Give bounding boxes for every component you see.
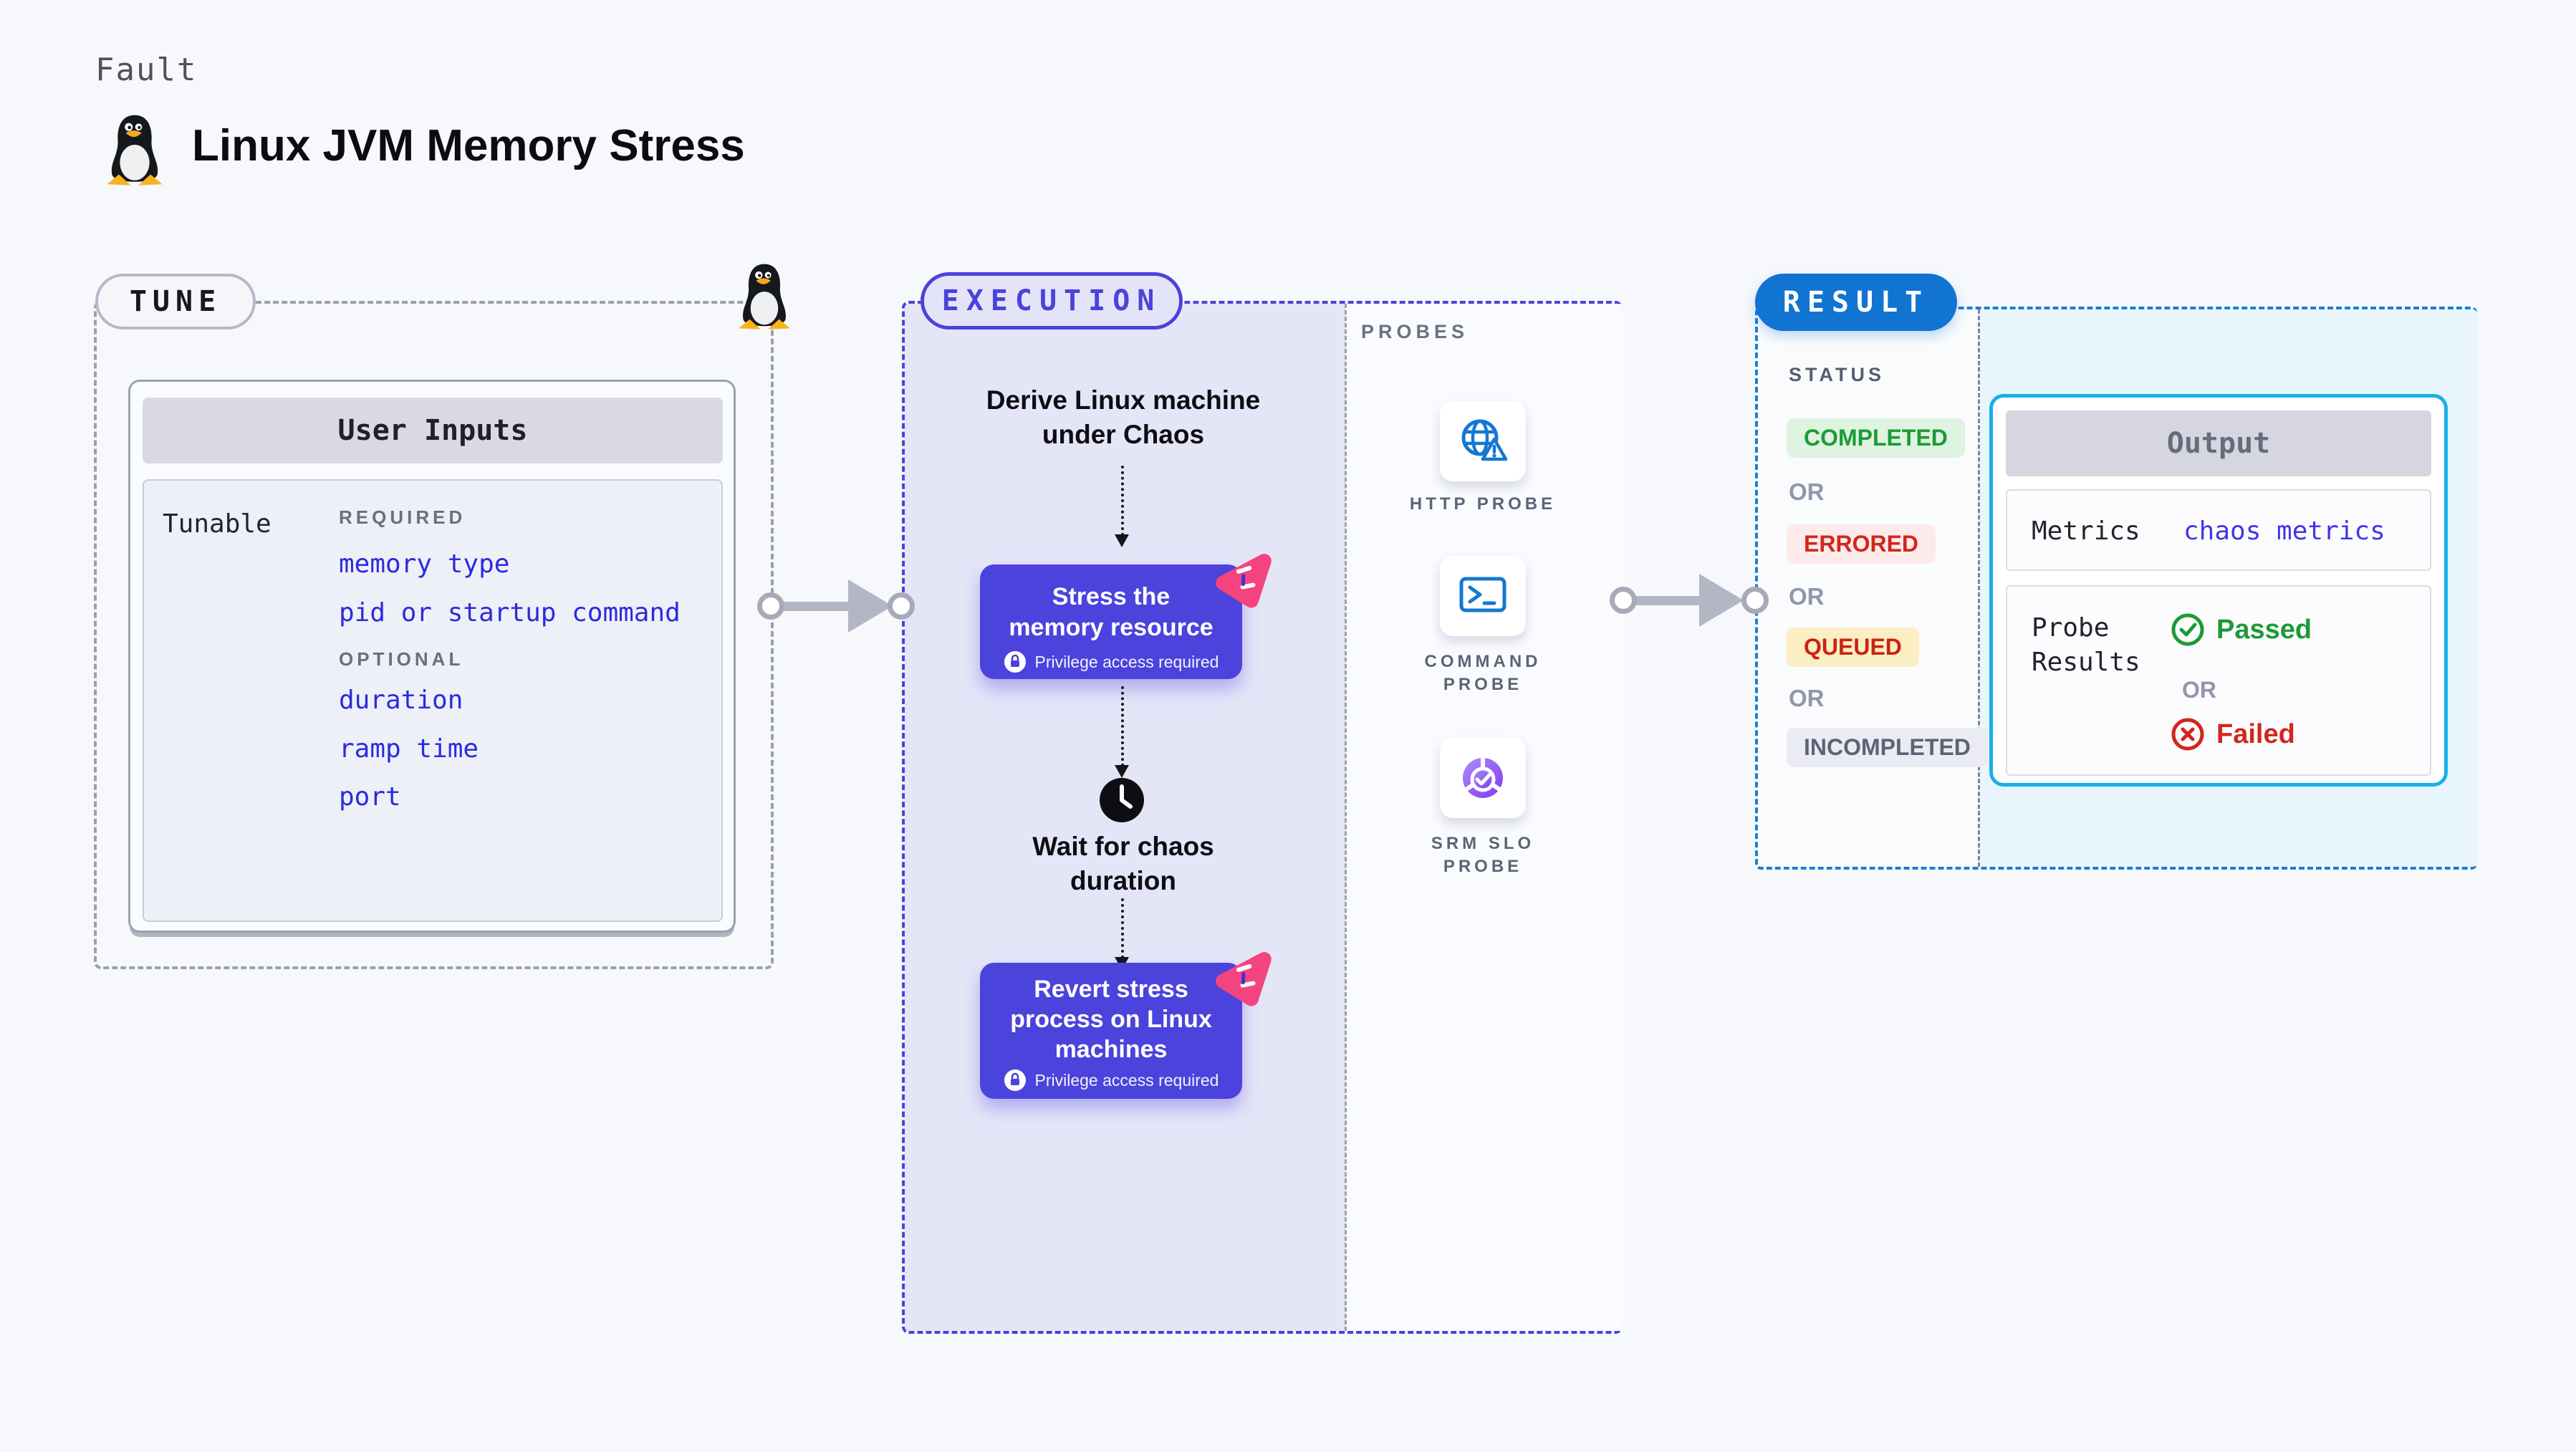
probes-separator bbox=[1345, 304, 1347, 1331]
arrow-tune-to-execution bbox=[784, 602, 855, 611]
input-duration[interactable]: duration bbox=[339, 686, 463, 715]
chaos-hub-icon bbox=[1216, 952, 1272, 1006]
dotted-connector-1 bbox=[1121, 466, 1124, 536]
fault-kicker: Fault bbox=[95, 52, 198, 88]
dotted-connector-2 bbox=[1121, 686, 1124, 766]
or-label: OR bbox=[1789, 583, 1825, 610]
dotted-arrowhead-1 bbox=[1115, 534, 1129, 547]
execution-pill: EXECUTION bbox=[921, 272, 1183, 330]
status-badge-errored: ERRORED bbox=[1787, 524, 1936, 564]
lock-icon bbox=[1004, 1069, 1026, 1091]
wait-step-text: Wait for chaos duration bbox=[1032, 832, 1214, 895]
tunable-label: Tunable bbox=[163, 509, 271, 539]
check-circle-icon bbox=[2171, 613, 2204, 646]
input-port[interactable]: port bbox=[339, 782, 401, 812]
connector-node-tune bbox=[757, 592, 784, 620]
output-card: Output Metrics chaos metrics Probe Resul… bbox=[1989, 394, 2448, 787]
globe-alert-icon bbox=[1461, 419, 1508, 461]
failed-result: Failed bbox=[2171, 717, 2295, 751]
status-heading: STATUS bbox=[1789, 364, 1885, 385]
connector-node-result bbox=[1741, 587, 1769, 614]
dotted-connector-3 bbox=[1121, 898, 1124, 958]
privilege-badge: Privilege access required bbox=[980, 650, 1242, 673]
user-inputs-title: User Inputs bbox=[143, 398, 723, 463]
srm-slo-probe-label: SRM SLO PROBE bbox=[1431, 834, 1535, 876]
status-badge-completed: COMPLETED bbox=[1787, 418, 1965, 458]
srm-slo-probe-card[interactable] bbox=[1440, 738, 1526, 818]
wait-clock-icon bbox=[1100, 778, 1144, 822]
passed-result: Passed bbox=[2171, 612, 2312, 647]
tune-group-box bbox=[94, 301, 774, 969]
user-inputs-list: Tunable REQUIRED memory type pid or star… bbox=[143, 479, 723, 922]
or-label: OR bbox=[2182, 677, 2216, 703]
input-memory-type[interactable]: memory type bbox=[339, 549, 510, 579]
derive-step-text: Derive Linux machine under Chaos bbox=[986, 385, 1261, 449]
status-badge-incompleted: INCOMPLETED bbox=[1787, 728, 1988, 767]
output-title: Output bbox=[2006, 410, 2431, 476]
x-circle-icon bbox=[2171, 718, 2204, 751]
connector-node-probes bbox=[1610, 587, 1637, 614]
metrics-row: Metrics chaos metrics bbox=[2006, 489, 2431, 571]
http-probe-card[interactable] bbox=[1440, 401, 1526, 481]
page-title: Linux JVM Memory Stress bbox=[192, 121, 745, 170]
result-separator bbox=[1978, 309, 1980, 867]
slo-donut-icon bbox=[1463, 756, 1503, 798]
status-badge-queued: QUEUED bbox=[1787, 628, 1919, 667]
or-label: OR bbox=[1789, 479, 1825, 505]
chaos-hub-icon bbox=[1216, 554, 1272, 608]
input-pid-or-startup-command[interactable]: pid or startup command bbox=[339, 598, 681, 628]
connector-node-execution bbox=[888, 592, 915, 620]
privilege-badge: Privilege access required bbox=[980, 1069, 1242, 1092]
dotted-arrowhead-2 bbox=[1115, 765, 1129, 778]
http-probe-label: HTTP PROBE bbox=[1409, 494, 1557, 514]
arrow-execution-to-result bbox=[1636, 596, 1705, 605]
required-heading: REQUIRED bbox=[339, 506, 466, 528]
result-pill: RESULT bbox=[1755, 274, 1957, 331]
command-probe-label: COMMAND PROBE bbox=[1424, 652, 1542, 694]
stress-memory-node[interactable]: Stress the memory resource Privilege acc… bbox=[980, 564, 1242, 679]
probe-results-row: Probe Results Passed OR Failed bbox=[2006, 585, 2431, 776]
terminal-icon bbox=[1459, 577, 1506, 612]
command-probe-card[interactable] bbox=[1440, 556, 1526, 636]
input-ramp-time[interactable]: ramp time bbox=[339, 734, 479, 764]
optional-heading: OPTIONAL bbox=[339, 648, 464, 670]
linux-tux-icon bbox=[107, 115, 163, 186]
metrics-value-link[interactable]: chaos metrics bbox=[2183, 516, 2385, 546]
or-label: OR bbox=[1789, 685, 1825, 711]
probe-results-label: Probe Results bbox=[2032, 613, 2140, 677]
arrowhead-execution-to-result bbox=[1699, 574, 1744, 627]
tune-pill: TUNE bbox=[95, 274, 256, 330]
arrowhead-tune-to-execution bbox=[848, 580, 893, 633]
linux-tux-corner-icon bbox=[739, 264, 790, 330]
probes-heading: PROBES bbox=[1361, 321, 1469, 342]
lock-icon bbox=[1004, 651, 1026, 673]
revert-stress-node[interactable]: Revert stress process on Linux machines … bbox=[980, 963, 1242, 1099]
user-inputs-card: User Inputs Tunable REQUIRED memory type… bbox=[128, 380, 736, 933]
metrics-label: Metrics bbox=[2032, 516, 2140, 546]
